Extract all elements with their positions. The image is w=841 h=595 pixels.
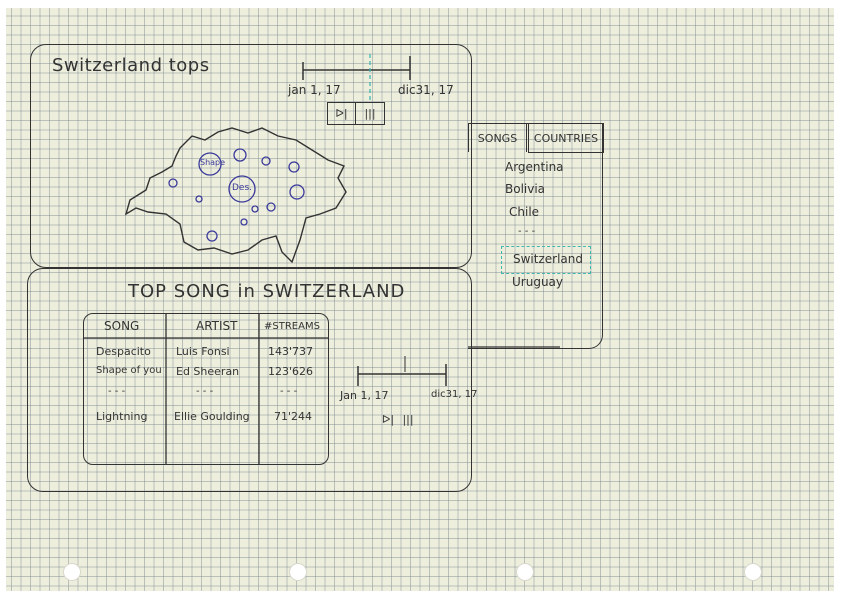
binder-hole [516,563,534,581]
song-play-button[interactable]: ᐅ| [380,411,396,427]
cell-artist: Luis Fonsi [176,345,230,358]
column-header-streams[interactable]: #STREAMS [264,321,320,332]
map-timeline-start-label: jan 1, 17 [288,83,341,97]
map-play-button[interactable]: ᐅ| [328,103,356,124]
map-panel [30,44,472,268]
song-timeline-end-label: dic31, 17 [431,389,478,400]
map-bubble-label[interactable]: Des. [232,183,253,193]
cell-streams: 71'244 [274,410,313,423]
song-pause-button[interactable]: ||| [398,411,418,427]
top-songs-title: TOP SONG in SWITZERLAND [128,281,406,302]
songs-table-grid [84,314,328,464]
cell-song: Lightning [96,410,148,423]
tab-countries[interactable]: COUNTRIES [528,123,604,153]
cell-artist: Ed Sheeran [176,365,240,378]
graph-paper-background [6,8,834,591]
cell-artist: - - - [196,386,214,397]
cell-song: - - - [108,386,126,397]
column-header-song[interactable]: SONG [104,319,140,333]
cell-artist: Ellie Goulding [174,410,250,423]
binder-hole [289,563,307,581]
cell-streams: 123'626 [268,365,314,378]
cell-streams: 143'737 [268,345,314,358]
country-list-ellipsis: - - - [518,226,536,237]
map-panel-title: Switzerland tops [52,55,210,76]
country-item[interactable]: Argentina [505,160,564,174]
songs-table: SONG ARTIST #STREAMS Despacito Luis Fons… [83,313,329,465]
map-timeline-end-label: dic31, 17 [398,83,454,97]
cell-streams: - - - [280,386,298,397]
tab-songs[interactable]: SONGS [468,123,527,152]
map-pause-button[interactable]: ||| [356,103,384,124]
cell-song: Despacito [96,345,151,358]
play-icon: ᐅ| [335,107,348,120]
pause-icon: ||| [364,107,376,120]
tab-songs-label: SONGS [477,131,518,145]
cell-song: Shape of you [96,365,162,376]
map-playback-controls: ᐅ| ||| [327,102,385,125]
country-item-selected[interactable]: Switzerland [513,252,583,266]
binder-hole [744,563,762,581]
column-header-artist[interactable]: ARTIST [196,319,238,333]
country-item[interactable]: Uruguay [512,275,563,289]
song-timeline-start-label: Jan 1, 17 [340,389,389,402]
map-bubble-label[interactable]: Shape [200,158,226,167]
pause-icon: ||| [402,412,414,426]
top-songs-panel [27,268,472,492]
country-item[interactable]: Bolivia [505,182,546,196]
tab-countries-label: COUNTRIES [533,131,599,145]
country-item[interactable]: Chile [509,205,540,219]
play-icon: ᐅ| [381,412,395,426]
selected-country-highlight [501,246,591,274]
binder-hole [63,563,81,581]
